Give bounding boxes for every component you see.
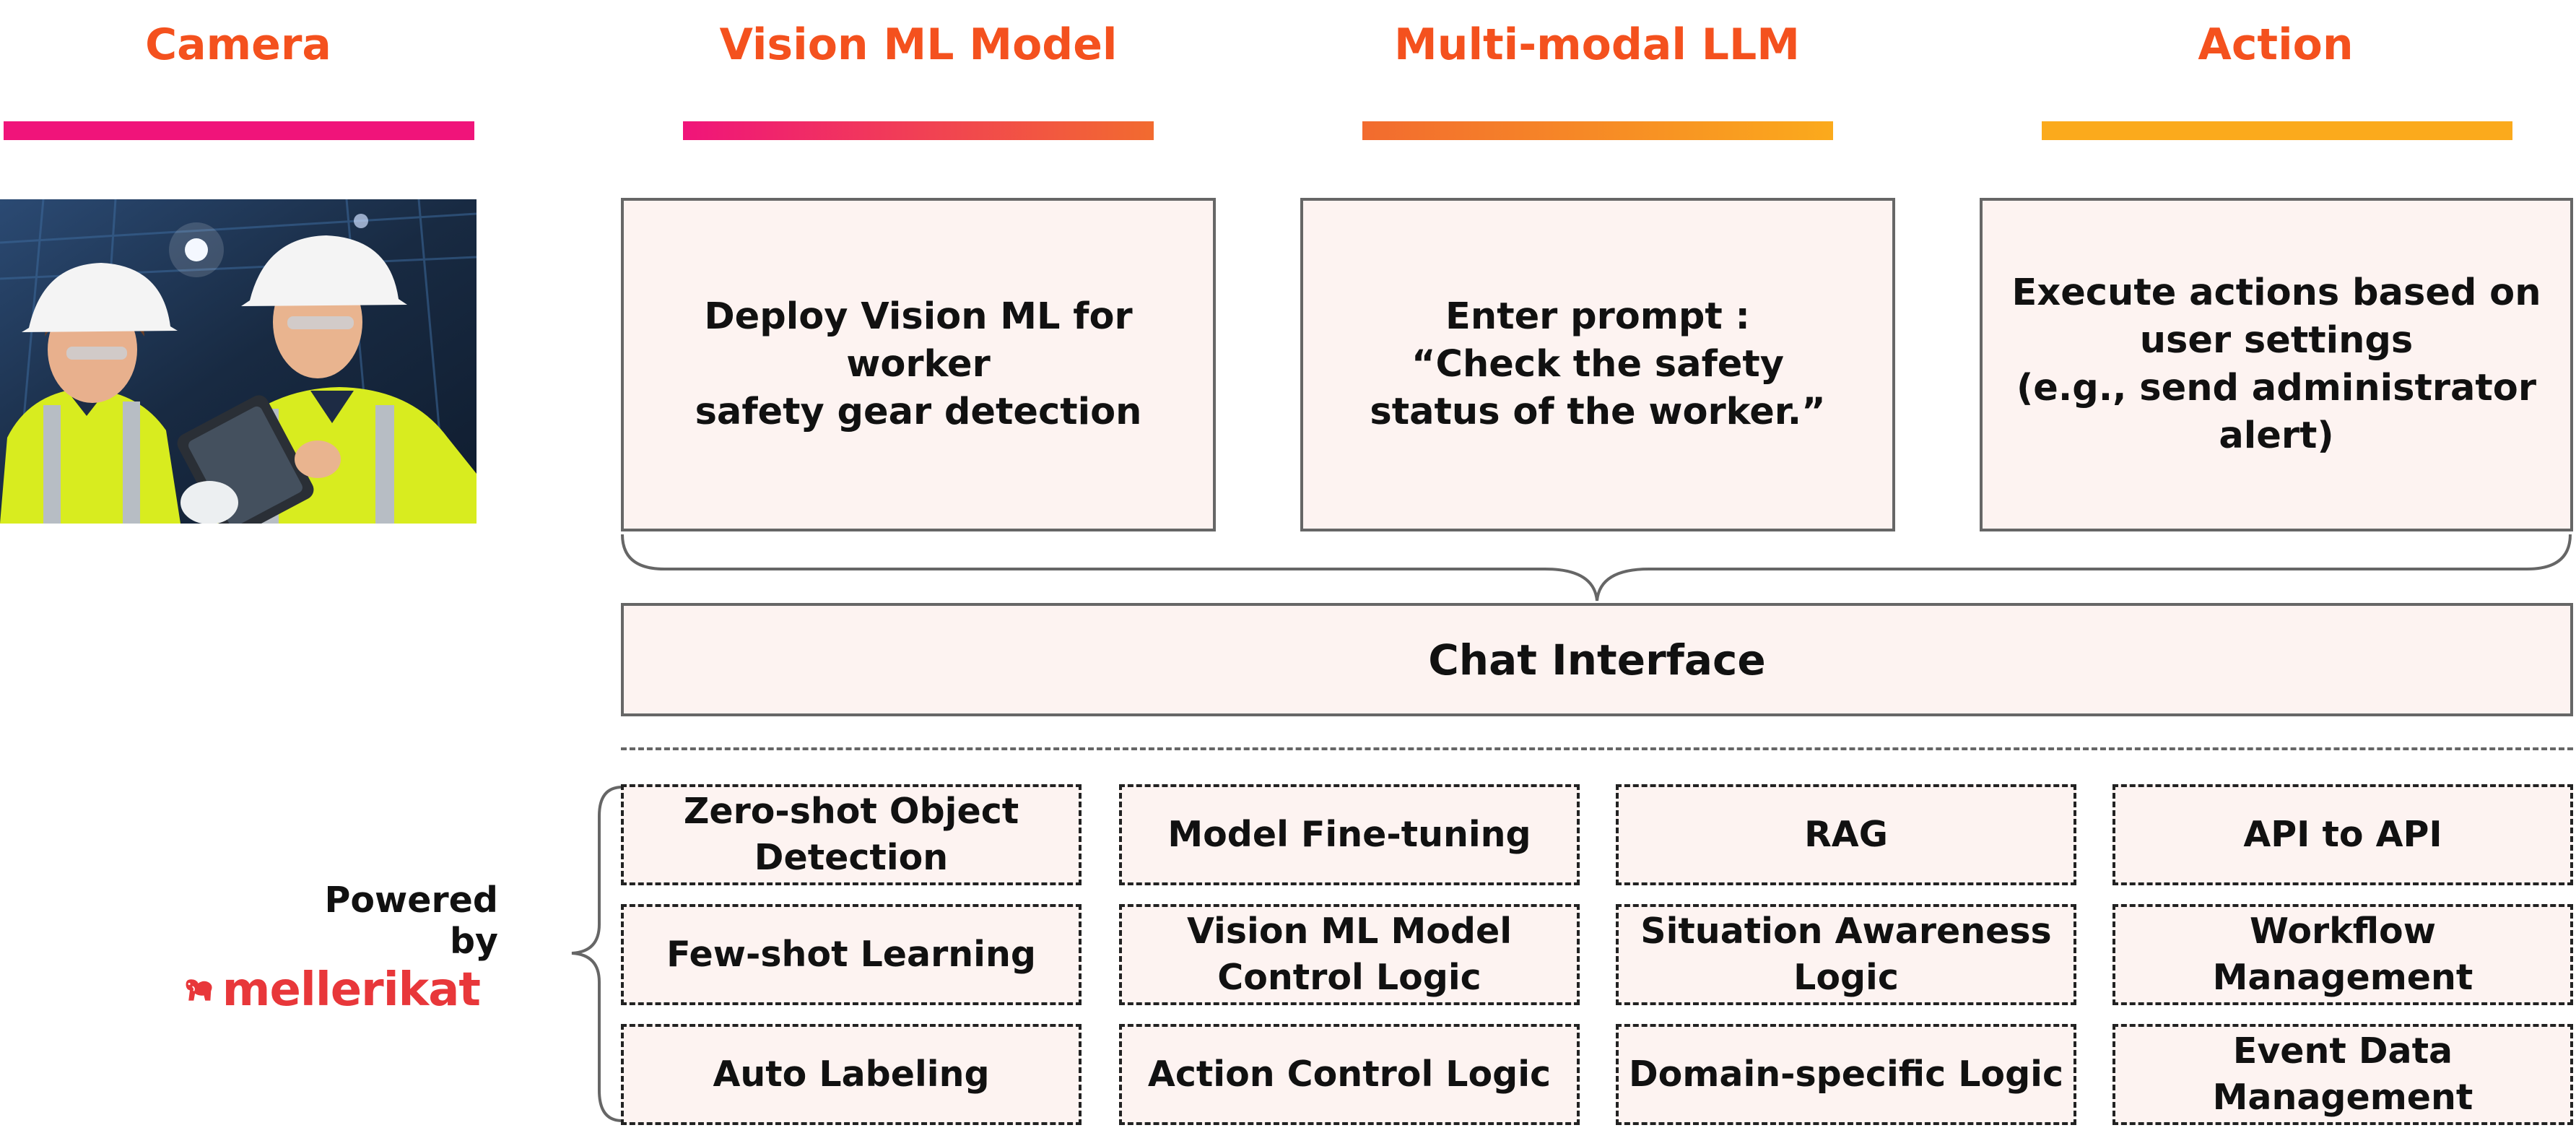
capability-domain-specific-logic: Domain-specific Logic xyxy=(1616,1024,2076,1125)
column-title-vision-ml-model: Vision ML Model xyxy=(719,19,1118,70)
capability-vision-ml-model-control-logic: Vision ML Model Control Logic xyxy=(1119,904,1580,1005)
mellerikat-logo: mellerikat xyxy=(184,960,481,1020)
action-card-line-2: user settings xyxy=(2139,319,2414,362)
capability-label: Few-shot Learning xyxy=(666,934,1036,975)
llm-prompt-card: Enter prompt : “Check the safety status … xyxy=(1300,198,1895,531)
vision-card-line-1: Deploy Vision ML for worker xyxy=(704,295,1133,386)
vision-ml-card: Deploy Vision ML for worker safety gear … xyxy=(621,198,1216,531)
action-card-line-3: (e.g., send administrator alert) xyxy=(2016,367,2536,457)
action-accent-bar xyxy=(2042,121,2512,140)
capability-action-control-logic: Action Control Logic xyxy=(1119,1024,1580,1125)
capability-zero-shot-object-detection: Zero-shot Object Detection xyxy=(621,784,1082,885)
capability-event-data-management: Event Data Management xyxy=(2112,1024,2573,1125)
logo-wordmark: mellerikat xyxy=(222,963,481,1017)
capability-few-shot-learning: Few-shot Learning xyxy=(621,904,1082,1005)
llm-accent-bar xyxy=(1362,121,1833,140)
llm-card-line-3: status of the worker.” xyxy=(1370,391,1826,433)
capability-api-to-api: API to API xyxy=(2112,784,2573,885)
capability-label: Vision ML Model Control Logic xyxy=(1187,911,1512,998)
vision-card-line-2: safety gear detection xyxy=(695,391,1142,433)
column-title-camera: Camera xyxy=(145,19,331,70)
action-card-line-1: Execute actions based on xyxy=(2011,272,2541,314)
section-divider xyxy=(621,747,2573,750)
chat-interface-label: Chat Interface xyxy=(1428,635,1766,685)
capability-label: Workflow Management xyxy=(2212,911,2473,998)
capability-situation-awareness-logic: Situation Awareness Logic xyxy=(1616,904,2076,1005)
capability-label: Action Control Logic xyxy=(1147,1054,1552,1095)
chat-interface-box: Chat Interface xyxy=(621,603,2573,716)
capability-label: Domain-specific Logic xyxy=(1628,1054,2064,1095)
column-title-multimodal-llm: Multi-modal LLM xyxy=(1394,19,1800,70)
capability-label: Event Data Management xyxy=(2212,1030,2473,1118)
capability-label: Model Fine-tuning xyxy=(1167,814,1531,855)
camera-photo-workers xyxy=(0,199,477,524)
vertical-brace xyxy=(571,786,623,1122)
capability-workflow-management: Workflow Management xyxy=(2112,904,2573,1005)
meerkat-logo-icon xyxy=(186,979,212,1001)
llm-card-line-1: Enter prompt : xyxy=(1445,295,1750,338)
horizontal-brace xyxy=(621,534,2572,602)
capability-auto-labeling: Auto Labeling xyxy=(621,1024,1082,1125)
capability-label: Zero-shot Object Detection xyxy=(683,791,1019,878)
column-title-action: Action xyxy=(2198,19,2354,70)
capability-label: Situation Awareness Logic xyxy=(1640,911,2052,998)
camera-accent-bar xyxy=(4,121,474,140)
capability-label: API to API xyxy=(2243,814,2442,855)
vision-accent-bar xyxy=(683,121,1154,140)
action-card: Execute actions based on user settings (… xyxy=(1980,198,2573,531)
capability-label: Auto Labeling xyxy=(713,1054,990,1095)
capability-label: RAG xyxy=(1804,814,1888,855)
powered-by-label: Powered by xyxy=(324,880,498,962)
llm-card-line-2: “Check the safety xyxy=(1411,343,1784,386)
capability-model-fine-tuning: Model Fine-tuning xyxy=(1119,784,1580,885)
capability-rag: RAG xyxy=(1616,784,2076,885)
